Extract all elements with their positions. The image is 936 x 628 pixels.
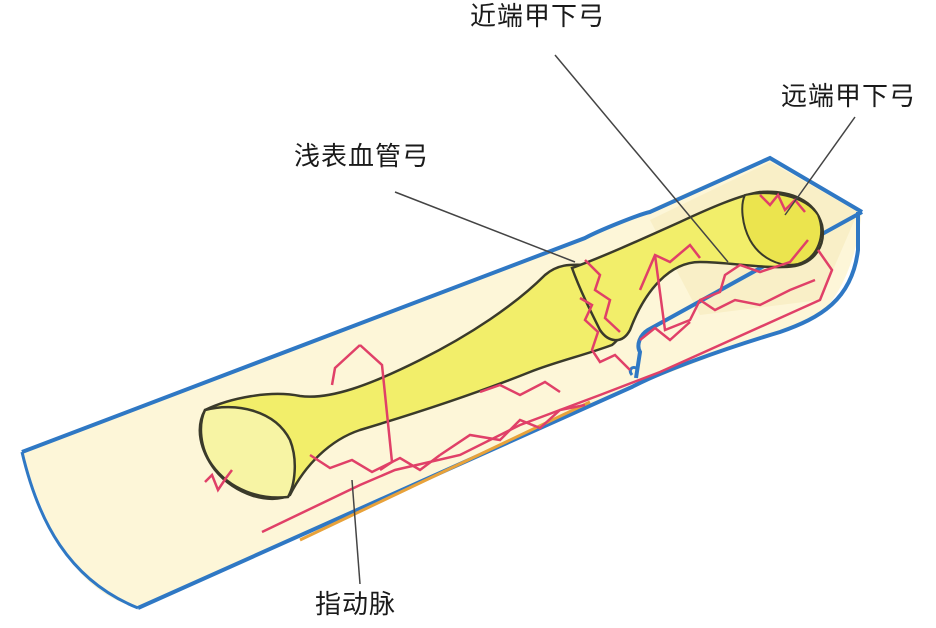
- label-proximal-subungual-arch: 近端甲下弓: [470, 2, 605, 32]
- label-superficial-vascular-arch: 浅表血管弓: [294, 142, 429, 172]
- label-distal-subungual-arch: 远端甲下弓: [781, 82, 916, 112]
- label-digital-artery: 指动脉: [315, 590, 396, 620]
- leader-superficial: [395, 192, 575, 262]
